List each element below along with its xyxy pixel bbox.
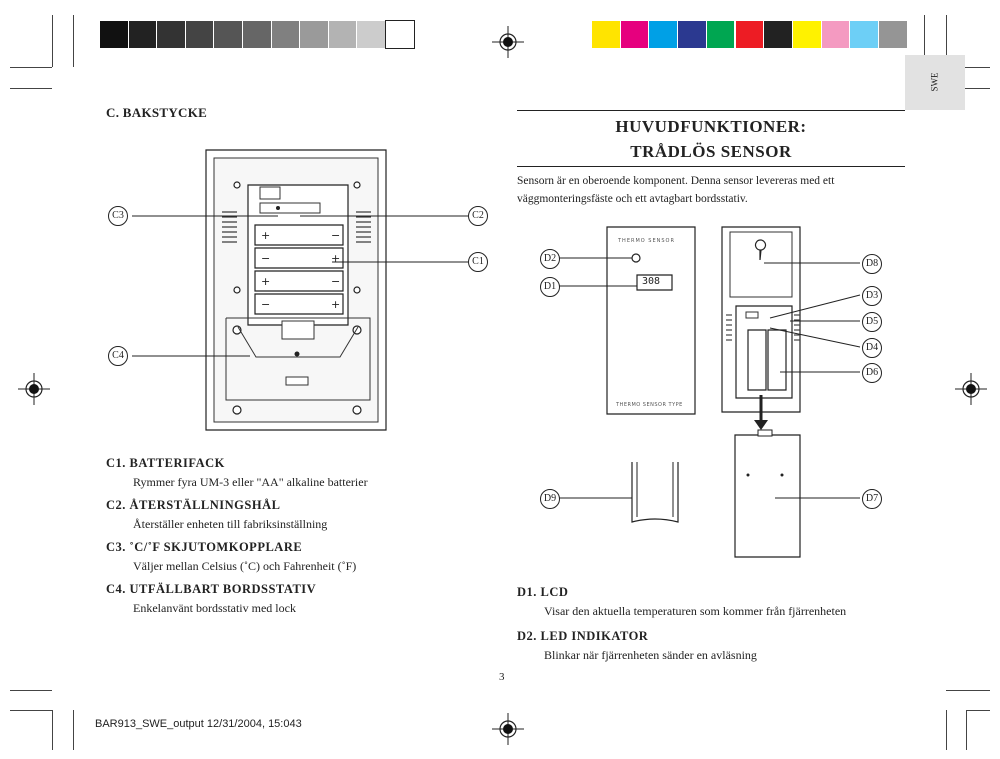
color-swatch	[357, 21, 385, 48]
color-swatch	[100, 21, 128, 48]
item-desc: Visar den aktuella temperaturen som komm…	[544, 604, 847, 618]
registration-target-icon	[492, 713, 524, 745]
registration-target-icon	[492, 26, 524, 58]
color-swatch	[385, 20, 415, 49]
crop-mark	[946, 88, 990, 89]
title-rule-bottom	[517, 166, 905, 167]
crop-mark	[946, 67, 990, 68]
footer-print-info: BAR913_SWE_output 12/31/2004, 15:043	[95, 718, 302, 730]
color-swatch	[735, 21, 764, 48]
item-head: D2. LED INDIKATOR	[517, 629, 649, 643]
sub-title: TRÅDLÖS SENSOR	[630, 142, 792, 161]
crop-mark	[52, 15, 53, 67]
intro-paragraph: Sensorn är en oberoende komponent. Denna…	[517, 175, 835, 205]
callout-c1: C1	[468, 252, 488, 272]
item-d2: D2. LED INDIKATOR Blinkar när fjärrenhet…	[517, 629, 912, 663]
crop-mark	[10, 690, 52, 691]
color-swatch	[620, 21, 649, 48]
item-head: C2. ÅTERSTÄLLNINGSHÅL	[106, 498, 281, 512]
crop-mark	[946, 690, 990, 691]
callout-d3: D3	[862, 286, 882, 306]
color-swatch	[328, 21, 357, 48]
svg-text:+: +	[331, 298, 340, 311]
color-swatch	[214, 21, 242, 48]
sensor-bottom-text: THERMO SENSOR TYPE	[616, 402, 683, 408]
crop-mark	[966, 710, 967, 750]
color-swatch	[300, 21, 328, 48]
item-c2: C2. ÅTERSTÄLLNINGSHÅL Återställer enhete…	[106, 498, 476, 532]
crop-mark	[10, 88, 52, 89]
svg-text:−: −	[261, 252, 270, 265]
crop-mark	[10, 710, 52, 711]
lcd-reading: 308	[642, 276, 661, 287]
crop-mark	[73, 710, 74, 750]
callout-d4: D4	[862, 338, 882, 358]
back-panel-diagram: + − − + + − − +	[100, 145, 500, 435]
wireless-sensor-diagram	[520, 220, 910, 565]
color-swatch	[128, 21, 157, 48]
item-c4: C4. UTFÄLLBART BORDSSTATIV Enkelanvänt b…	[106, 582, 476, 616]
color-swatch	[271, 21, 300, 48]
callout-d7: D7	[862, 489, 882, 509]
callout-d1: D1	[540, 277, 560, 297]
crop-mark	[966, 710, 990, 711]
item-head: C4. UTFÄLLBART BORDSSTATIV	[106, 582, 317, 596]
color-swatch	[157, 21, 185, 48]
item-c1: C1. BATTERIFACK Rymmer fyra UM-3 eller "…	[106, 456, 476, 490]
svg-text:+: +	[331, 252, 340, 265]
color-swatch	[850, 21, 878, 48]
color-swatch	[592, 21, 620, 48]
color-swatch	[649, 21, 678, 48]
title-rule-top	[517, 110, 905, 111]
crop-mark	[946, 710, 947, 750]
section-title-bakstycke: C. BAKSTYCKE	[106, 105, 208, 120]
registration-target-icon	[955, 373, 987, 405]
color-swatch	[706, 21, 735, 48]
page-number: 3	[499, 671, 505, 683]
callout-d9: D9	[540, 489, 560, 509]
color-swatch	[879, 21, 907, 48]
svg-text:+: +	[261, 275, 270, 288]
item-head: D1. LCD	[517, 585, 569, 599]
color-swatch	[185, 21, 214, 48]
callout-c2: C2	[468, 206, 488, 226]
item-desc: Återställer enheten till fabriksinställn…	[133, 517, 328, 531]
svg-text:+: +	[261, 229, 270, 242]
svg-text:−: −	[261, 298, 270, 311]
color-swatch	[764, 21, 792, 48]
sensor-top-text: THERMO SENSOR	[618, 238, 675, 244]
color-swatch	[821, 21, 850, 48]
callout-d2: D2	[540, 249, 560, 269]
left-item-list: C1. BATTERIFACK Rymmer fyra UM-3 eller "…	[106, 456, 476, 616]
crop-mark	[10, 67, 52, 68]
language-side-tab: SWE	[905, 55, 965, 110]
color-swatch	[243, 21, 271, 48]
callout-d8: D8	[862, 254, 882, 274]
item-c3: C3. ˚C/˚F SKJUTOMKOPPLARE Väljer mellan …	[106, 540, 476, 574]
item-desc: Väljer mellan Celsius (˚C) och Fahrenhei…	[133, 559, 357, 573]
registration-target-icon	[18, 373, 50, 405]
callout-c3: C3	[108, 206, 128, 226]
callout-d5: D5	[862, 312, 882, 332]
crop-mark	[52, 710, 53, 750]
svg-text:−: −	[331, 229, 340, 242]
crop-mark	[924, 15, 925, 67]
item-desc: Blinkar när fjärrenheten sänder en avläs…	[544, 648, 757, 662]
side-tab-label: SWE	[929, 72, 940, 92]
item-head: C3. ˚C/˚F SKJUTOMKOPPLARE	[106, 540, 303, 554]
callout-d6: D6	[862, 363, 882, 383]
item-desc: Enkelanvänt bordsstativ med lock	[133, 601, 296, 615]
item-desc: Rymmer fyra UM-3 eller "AA" alkaline bat…	[133, 475, 368, 489]
crop-mark	[946, 15, 947, 67]
item-d1: D1. LCD Visar den aktuella temperaturen …	[517, 585, 912, 619]
crop-mark	[73, 15, 74, 67]
right-item-list: D1. LCD Visar den aktuella temperaturen …	[517, 585, 912, 663]
main-title: HUVUDFUNKTIONER:	[615, 117, 807, 136]
color-swatch	[678, 21, 706, 48]
item-head: C1. BATTERIFACK	[106, 456, 225, 470]
callout-c4: C4	[108, 346, 128, 366]
color-swatch	[792, 21, 821, 48]
svg-text:−: −	[331, 275, 340, 288]
